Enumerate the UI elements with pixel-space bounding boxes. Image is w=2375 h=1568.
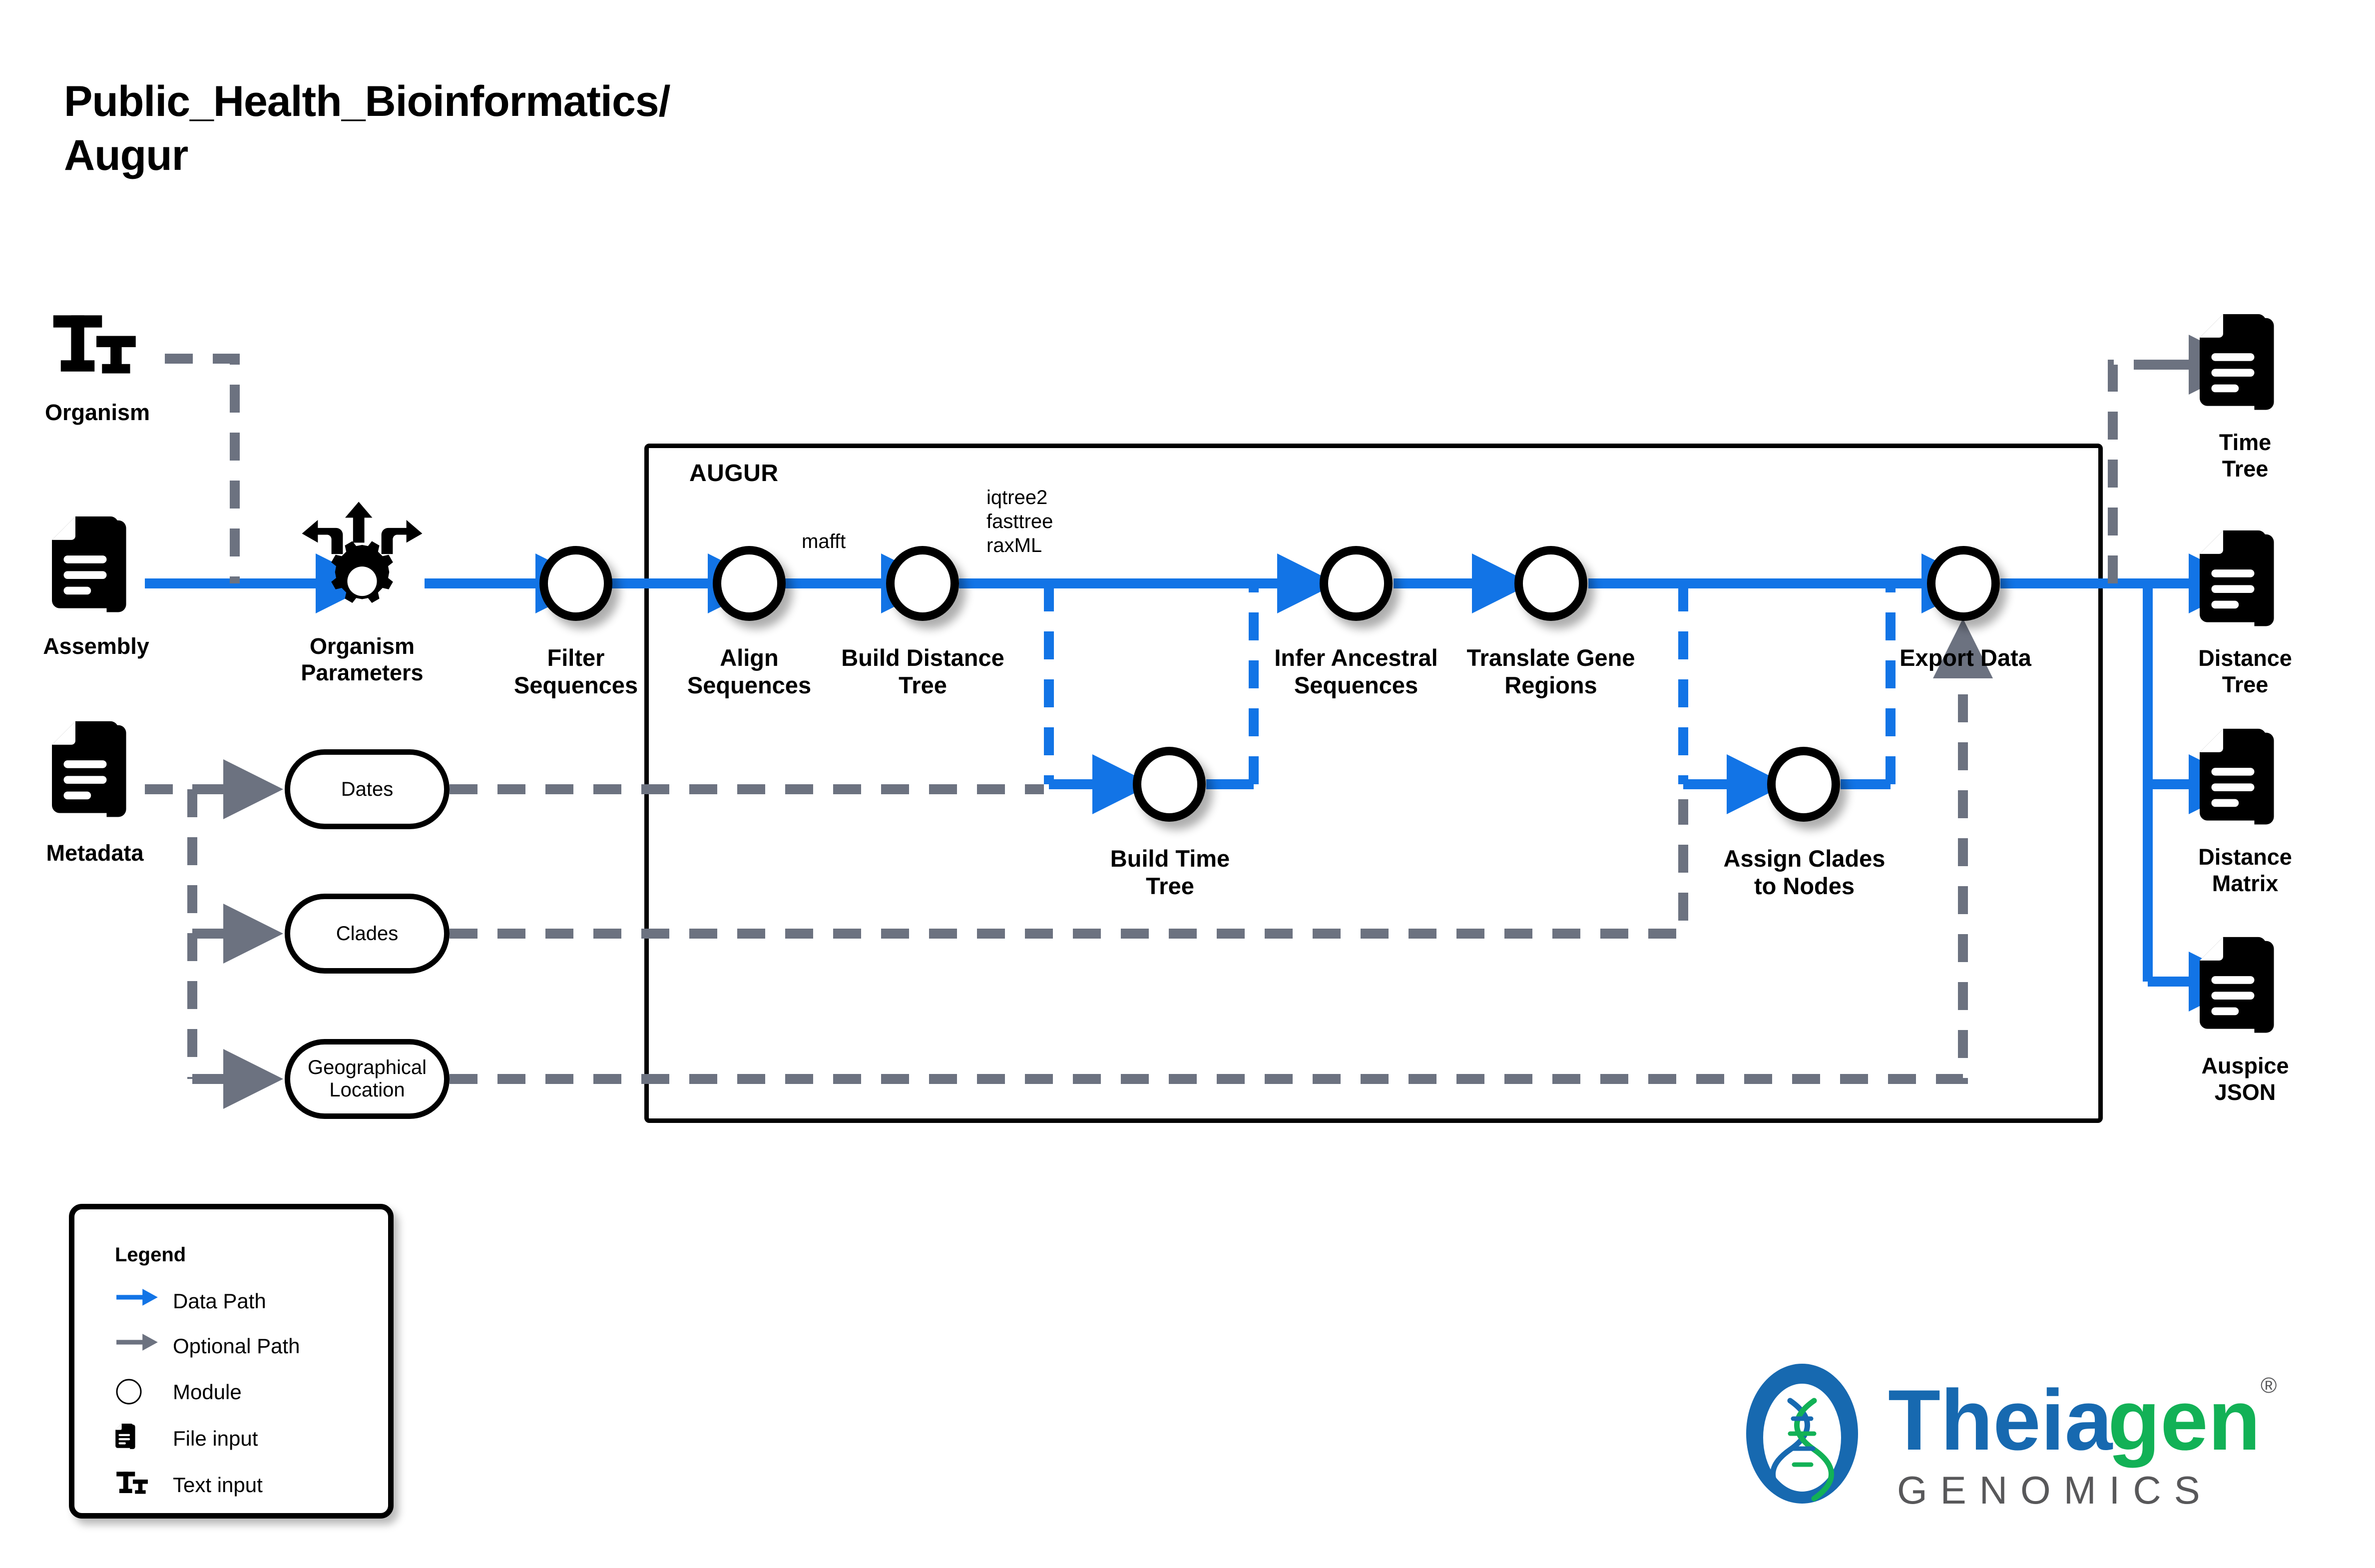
module-assign-clades-to-nodes[interactable]	[1767, 747, 1840, 822]
module-label-export-data: Export Data	[1900, 644, 2031, 671]
logo-registered-mark: ®	[2261, 1373, 2277, 1398]
text-input-icon	[115, 1470, 161, 1501]
legend-label-data-path: Data Path	[173, 1289, 266, 1313]
input-label-organism-parameters: Organism Parameters	[301, 633, 424, 685]
legend-label-text-input: Text input	[173, 1473, 263, 1497]
tool-note-tree-builders: iqtree2 fasttree raxML	[986, 487, 1053, 556]
module-translate-gene-regions[interactable]	[1514, 546, 1587, 621]
module-filter-sequences[interactable]	[539, 546, 612, 621]
file-input-icon	[50, 515, 140, 622]
legend-item-text-input: Text input	[115, 1468, 263, 1503]
wire-organism-to-organism-parameters	[165, 354, 240, 583]
file-output-icon	[2198, 935, 2288, 1043]
input-label-metadata: Metadata	[46, 840, 144, 866]
output-label-distance-matrix: Distance Matrix	[2198, 844, 2292, 896]
file-input-icon	[50, 719, 140, 827]
module-export-data[interactable]	[1927, 546, 2000, 621]
module-infer-ancestral-sequences[interactable]	[1320, 546, 1393, 621]
legend-label-optional-path: Optional Path	[173, 1334, 300, 1358]
page-title: Public_Health_Bioinformatics/ Augur	[64, 77, 671, 179]
module-label-build-distance-tree: Build Distance Tree	[841, 644, 1004, 698]
module-label-assign-clades-to-nodes: Assign Clades to Nodes	[1723, 845, 1886, 899]
module-label-translate-gene-regions: Translate Gene Regions	[1466, 644, 1635, 698]
legend-item-optional-path: Optional Path	[115, 1329, 300, 1364]
legend-item-module: Module	[115, 1375, 242, 1410]
module-label-align-sequences: Align Sequences	[687, 644, 812, 698]
gear-arrows-icon	[300, 500, 425, 624]
logo-brand-primary: Theia	[1888, 1372, 2113, 1468]
legend-title: Legend	[115, 1244, 186, 1266]
augur-container-label: AUGUR	[689, 460, 779, 487]
output-label-distance-tree: Distance Tree	[2198, 645, 2292, 697]
metadata-field-clades[interactable]: Clades	[285, 894, 450, 974]
logo-brand-secondary: gen	[2108, 1372, 2261, 1468]
tool-note-mafft: mafft	[802, 530, 846, 552]
input-label-organism: Organism	[44, 400, 150, 425]
legend-item-data-path: Data Path	[115, 1284, 266, 1319]
input-label-assembly: Assembly	[43, 633, 149, 659]
module-label-build-time-tree: Build Time Tree	[1110, 845, 1230, 899]
output-label-time-tree: Time Tree	[2219, 430, 2272, 482]
text-input-icon	[49, 310, 144, 385]
file-output-icon	[2198, 312, 2288, 420]
metadata-field-dates[interactable]: Dates	[285, 749, 450, 829]
metadata-field-geographical-location[interactable]: Geographical Location	[285, 1039, 450, 1119]
theiagen-logo: Theia gen ® GENOMICS	[1738, 1359, 2298, 1524]
file-output-icon	[2198, 727, 2288, 834]
module-label-filter-sequences: Filter Sequences	[513, 644, 638, 698]
wire-export-to-time-tree-leg	[2108, 360, 2150, 583]
circle-icon	[115, 1377, 161, 1408]
legend-label-module: Module	[173, 1380, 242, 1404]
output-label-auspice-json: Auspice JSON	[2201, 1053, 2289, 1105]
module-build-time-tree[interactable]	[1133, 747, 1206, 822]
file-output-icon	[2198, 528, 2288, 636]
module-align-sequences[interactable]	[713, 546, 786, 621]
blue-arrow-icon	[115, 1286, 161, 1317]
module-label-infer-ancestral-sequences: Infer Ancestral Sequences	[1274, 644, 1438, 698]
file-input-icon	[115, 1423, 161, 1454]
logo-subtitle: GENOMICS	[1897, 1468, 2213, 1512]
legend-label-file-input: File input	[173, 1427, 258, 1450]
legend-item-file-input: File input	[115, 1421, 258, 1456]
module-build-distance-tree[interactable]	[886, 546, 959, 621]
augur-container	[644, 444, 2103, 1123]
gray-arrow-icon	[115, 1331, 161, 1362]
legend-panel	[69, 1204, 394, 1519]
